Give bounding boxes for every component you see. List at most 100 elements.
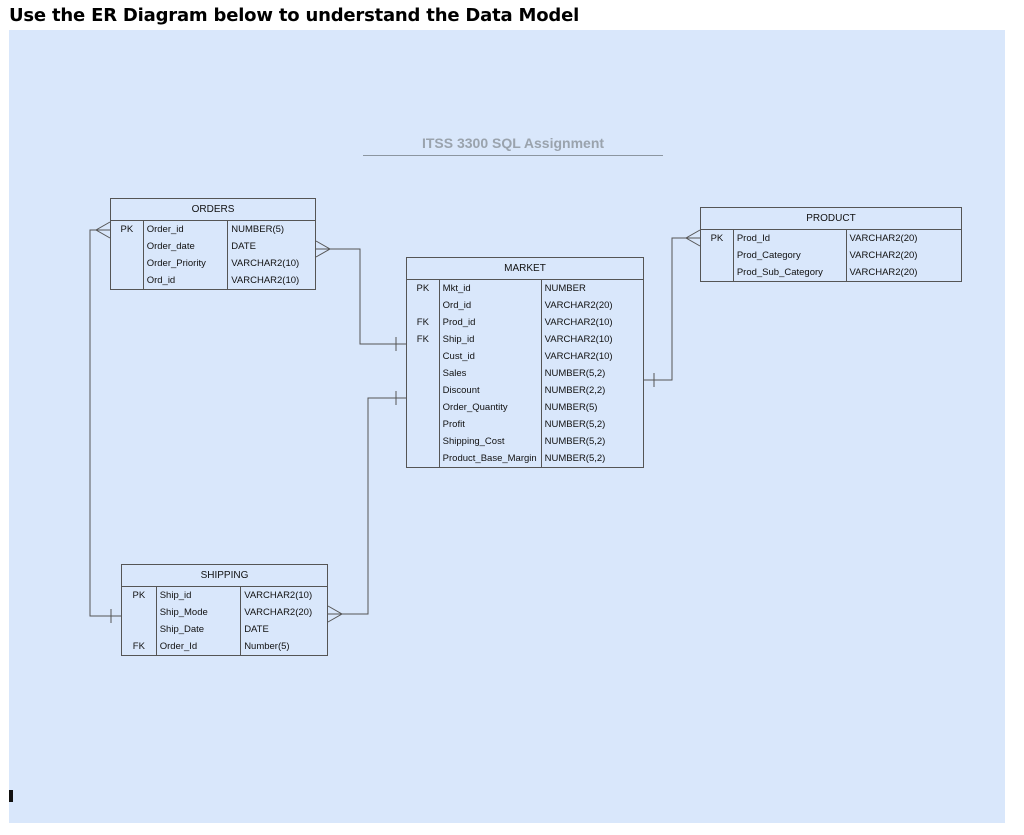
attribute-type: NUMBER — [540, 279, 645, 297]
entity-title: MARKET — [406, 257, 644, 280]
attribute-type: NUMBER(5,2) — [540, 433, 645, 450]
attribute-type: NUMBER(5,2) — [540, 450, 645, 468]
attribute-type: VARCHAR2(10) — [227, 272, 316, 290]
attribute-name: Product_Base_Margin — [438, 450, 542, 468]
attribute-key: PK — [406, 279, 440, 297]
attribute-key — [406, 365, 440, 382]
attribute-type: VARCHAR2(10) — [540, 331, 645, 348]
attribute-type: VARCHAR2(20) — [845, 264, 963, 282]
attribute-key — [406, 382, 440, 399]
attribute-key — [110, 272, 144, 290]
attribute-key: FK — [121, 638, 157, 656]
entity-title: PRODUCT — [700, 207, 962, 230]
attribute-type: VARCHAR2(20) — [845, 247, 963, 264]
attribute-name: Order_Quantity — [438, 399, 542, 416]
attribute-name: Ship_Date — [155, 621, 242, 638]
attribute-type: NUMBER(5) — [540, 399, 645, 416]
attribute-key — [110, 238, 144, 255]
attribute-key — [406, 450, 440, 468]
attribute-type: VARCHAR2(10) — [240, 586, 328, 604]
attribute-key — [121, 604, 157, 621]
attribute-name: Order_Id — [155, 638, 242, 656]
attribute-name: Shipping_Cost — [438, 433, 542, 450]
attribute-key: FK — [406, 314, 440, 331]
attribute-type: Number(5) — [240, 638, 328, 656]
attribute-name: Order_id — [142, 220, 229, 238]
attribute-key — [110, 255, 144, 272]
attribute-type: NUMBER(5,2) — [540, 416, 645, 433]
attribute-name: Cust_id — [438, 348, 542, 365]
attribute-name: Sales — [438, 365, 542, 382]
attribute-key — [406, 348, 440, 365]
attribute-name: Ship_id — [438, 331, 542, 348]
attribute-name: Ship_id — [155, 586, 242, 604]
attribute-type: VARCHAR2(10) — [227, 255, 316, 272]
attribute-name: Order_date — [142, 238, 229, 255]
attribute-key — [406, 416, 440, 433]
attribute-key — [700, 264, 734, 282]
attribute-name: Ord_id — [438, 297, 542, 314]
attribute-name: Ship_Mode — [155, 604, 242, 621]
attribute-name: Ord_id — [142, 272, 229, 290]
attribute-key — [121, 621, 157, 638]
attribute-type: VARCHAR2(10) — [540, 348, 645, 365]
attribute-key: PK — [110, 220, 144, 238]
attribute-type: NUMBER(5,2) — [540, 365, 645, 382]
attribute-type: VARCHAR2(20) — [845, 229, 963, 247]
page-heading: Use the ER Diagram below to understand t… — [9, 5, 580, 26]
attribute-type: VARCHAR2(20) — [540, 297, 645, 314]
attribute-key — [700, 247, 734, 264]
attribute-key — [406, 433, 440, 450]
attribute-name: Prod_Category — [732, 247, 847, 264]
entity-title: ORDERS — [110, 198, 316, 221]
text-cursor-marker — [9, 790, 13, 802]
attribute-type: DATE — [240, 621, 328, 638]
attribute-name: Profit — [438, 416, 542, 433]
attribute-key — [406, 399, 440, 416]
entity-title: SHIPPING — [121, 564, 328, 587]
attribute-name: Prod_Sub_Category — [732, 264, 847, 282]
attribute-key: FK — [406, 331, 440, 348]
attribute-name: Mkt_id — [438, 279, 542, 297]
attribute-type: DATE — [227, 238, 316, 255]
diagram-title: ITSS 3300 SQL Assignment — [421, 135, 605, 151]
attribute-type: VARCHAR2(10) — [540, 314, 645, 331]
attribute-name: Discount — [438, 382, 542, 399]
attribute-name: Prod_Id — [732, 229, 847, 247]
attribute-name: Prod_id — [438, 314, 542, 331]
diagram-title-underline — [363, 155, 663, 156]
attribute-key: PK — [121, 586, 157, 604]
attribute-key — [406, 297, 440, 314]
attribute-type: NUMBER(5) — [227, 220, 316, 238]
